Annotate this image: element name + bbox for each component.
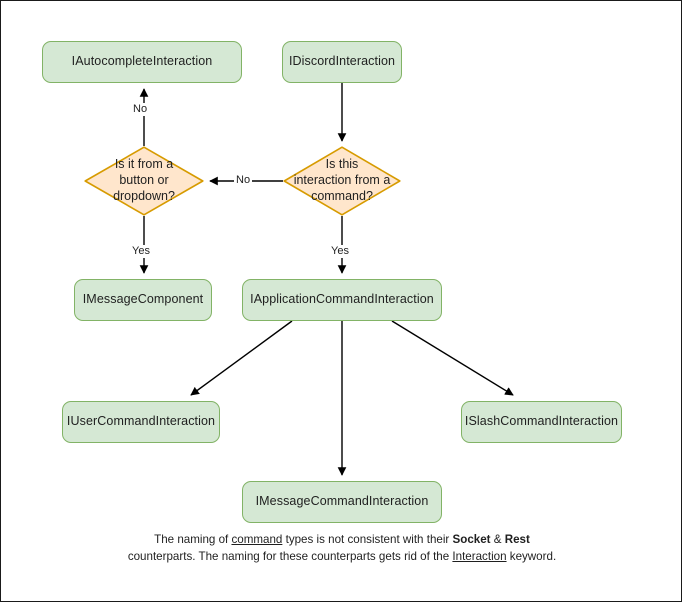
edge-application-command-to-user-command	[190, 320, 293, 396]
caption-part-1: The naming of	[154, 533, 232, 546]
caption-ampersand: &	[490, 533, 505, 546]
node-decision-is-it-from-a-button-or-dropdown[interactable]: Is it from a button or dropdown?	[84, 146, 204, 216]
node-decision-is-this-interaction-from-a-command[interactable]: Is this interaction from a command?	[283, 146, 401, 216]
node-message-command-interaction[interactable]: IMessageCommandInteraction	[242, 481, 442, 523]
node-user-command-interaction-label: IUserCommandInteraction	[66, 414, 216, 429]
node-slash-command-interaction[interactable]: ISlashCommandInteraction	[461, 401, 622, 443]
edge-label-no-autocomplete: No	[131, 103, 150, 116]
caption-term-socket: Socket	[452, 533, 491, 546]
caption-part-3: counterparts. The naming for these count…	[127, 549, 453, 563]
node-application-command-interaction-label: IApplicationCommandInteraction	[250, 292, 434, 307]
node-user-command-interaction[interactable]: IUserCommandInteraction	[62, 401, 220, 443]
node-decision-command-label: Is this interaction from a command?	[293, 157, 391, 203]
node-application-command-interaction[interactable]: IApplicationCommandInteraction	[242, 279, 442, 321]
node-message-component-label: IMessageComponent	[82, 292, 204, 307]
caption-term-command: command	[231, 533, 283, 546]
edge-application-command-to-slash-command	[391, 320, 514, 396]
node-message-command-interaction-label: IMessageCommandInteraction	[255, 494, 429, 509]
node-autocomplete-interaction[interactable]: IAutocompleteInteraction	[42, 41, 242, 83]
node-discord-interaction-label: IDiscordInteraction	[288, 54, 396, 69]
diamond-shape-button-dropdown	[84, 146, 204, 216]
edge-label-yes-message-component: Yes	[130, 245, 152, 258]
edge-label-no-button-decision: No	[234, 174, 253, 187]
node-slash-command-interaction-label: ISlashCommandInteraction	[464, 414, 619, 429]
node-message-component[interactable]: IMessageComponent	[74, 279, 212, 321]
node-decision-button-dropdown-label: Is it from a button or dropdown?	[113, 157, 175, 203]
caption-part-2: types is not consistent with their	[282, 533, 453, 546]
diagram-caption: The naming of command types is not consi…	[121, 532, 563, 566]
edge-label-yes-application-command: Yes	[329, 245, 351, 258]
caption-term-interaction: Interaction	[452, 549, 507, 563]
caption-term-rest: Rest	[504, 533, 530, 546]
diamond-shape-command	[283, 146, 401, 216]
node-autocomplete-interaction-label: IAutocompleteInteraction	[71, 54, 213, 69]
node-discord-interaction[interactable]: IDiscordInteraction	[282, 41, 402, 83]
caption-part-4: keyword.	[506, 549, 557, 563]
